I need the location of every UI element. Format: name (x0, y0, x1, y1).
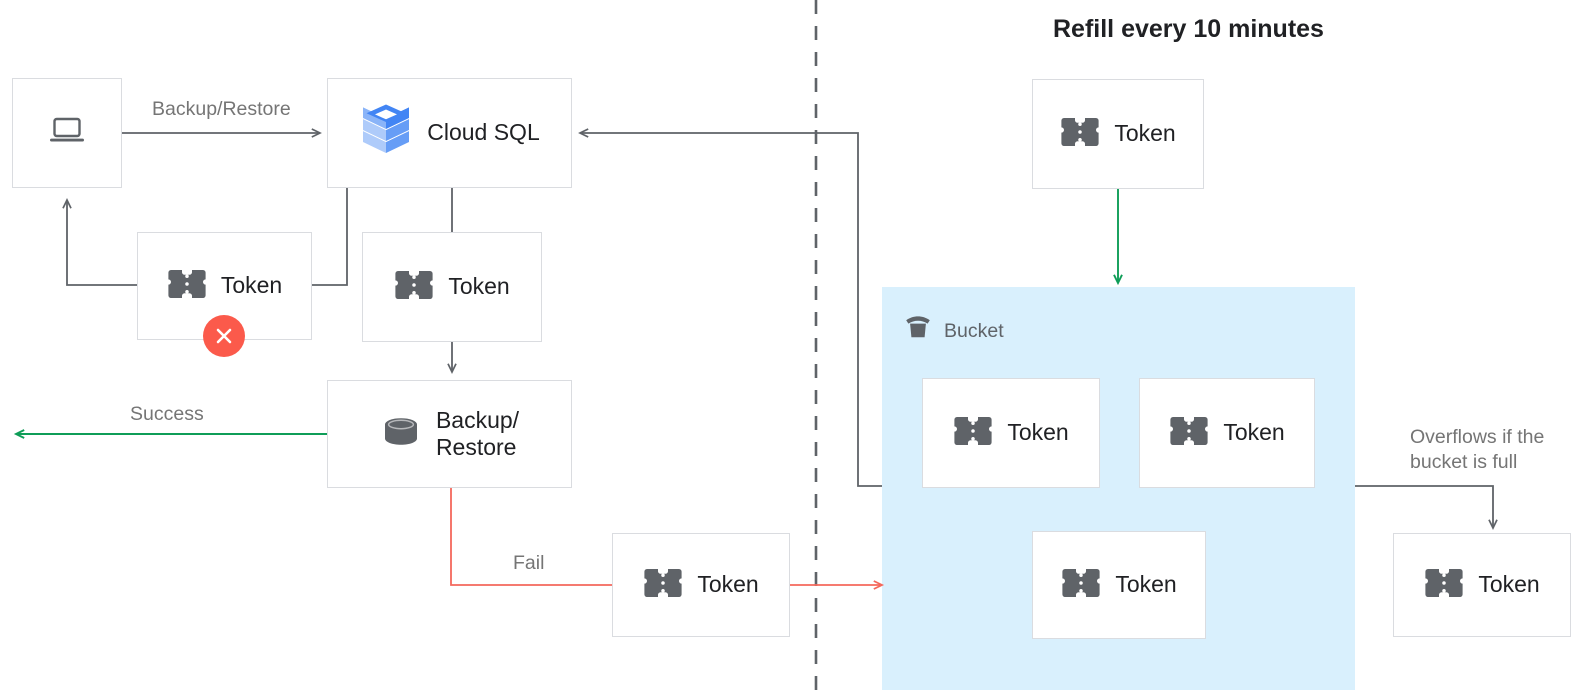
bucket-icon (903, 313, 933, 349)
token-icon (1424, 567, 1464, 604)
node-token-bucket-1[interactable]: Token (922, 378, 1100, 488)
node-cloud-sql[interactable]: Cloud SQL (327, 78, 572, 188)
database-icon (380, 414, 422, 455)
node-token-overflow[interactable]: Token (1393, 533, 1571, 637)
node-backup-restore[interactable]: Backup/ Restore (327, 380, 572, 488)
token-icon (167, 268, 207, 305)
token-icon (1061, 567, 1101, 604)
node-token-bucket-3[interactable]: Token (1032, 531, 1206, 639)
edge-backup-fail (450, 488, 612, 586)
node-token-client-label: Token (220, 272, 283, 299)
token-icon (394, 269, 434, 306)
laptop-icon (48, 115, 86, 152)
node-token-bucket-2-label: Token (1223, 419, 1285, 446)
token-icon (1169, 415, 1209, 452)
error-badge (203, 315, 245, 357)
node-token-sql-label: Token (448, 273, 510, 300)
bucket-label-group: Bucket (903, 313, 1004, 349)
node-token-bucket-3-label: Token (1115, 571, 1177, 598)
edge-bucket-to-cloudsql (578, 128, 882, 487)
node-cloud-sql-label: Cloud SQL (427, 119, 540, 146)
edge-label-overflow: Overflows if the bucket is full (1410, 426, 1545, 473)
cloud-sql-icon (359, 102, 413, 165)
node-client[interactable] (12, 78, 122, 188)
node-token-overflow-label: Token (1478, 571, 1540, 598)
node-backup-restore-label: Backup/ Restore (435, 406, 520, 460)
edge-label-success: Success (130, 403, 204, 425)
node-token-refill-label: Token (1114, 120, 1176, 147)
node-token-bucket-1-label: Token (1007, 419, 1069, 446)
node-token-fail[interactable]: Token (612, 533, 790, 637)
edge-token-to-client (62, 198, 137, 286)
bucket-label-text: Bucket (944, 319, 1004, 342)
node-token-sql[interactable]: Token (362, 232, 542, 342)
node-token-fail-label: Token (697, 571, 759, 598)
token-icon (643, 567, 683, 604)
edge-bucket-overflow (1355, 485, 1498, 530)
edge-label-backup-restore: Backup/Restore (152, 98, 291, 120)
edge-label-fail: Fail (513, 552, 545, 574)
node-token-refill[interactable]: Token (1032, 79, 1204, 189)
close-icon (216, 328, 232, 344)
token-icon (1060, 116, 1100, 153)
node-token-bucket-2[interactable]: Token (1139, 378, 1315, 488)
edge-cloudsql-to-token-client (312, 188, 348, 286)
diagram-title: Refill every 10 minutes (1053, 15, 1324, 43)
token-icon (953, 415, 993, 452)
